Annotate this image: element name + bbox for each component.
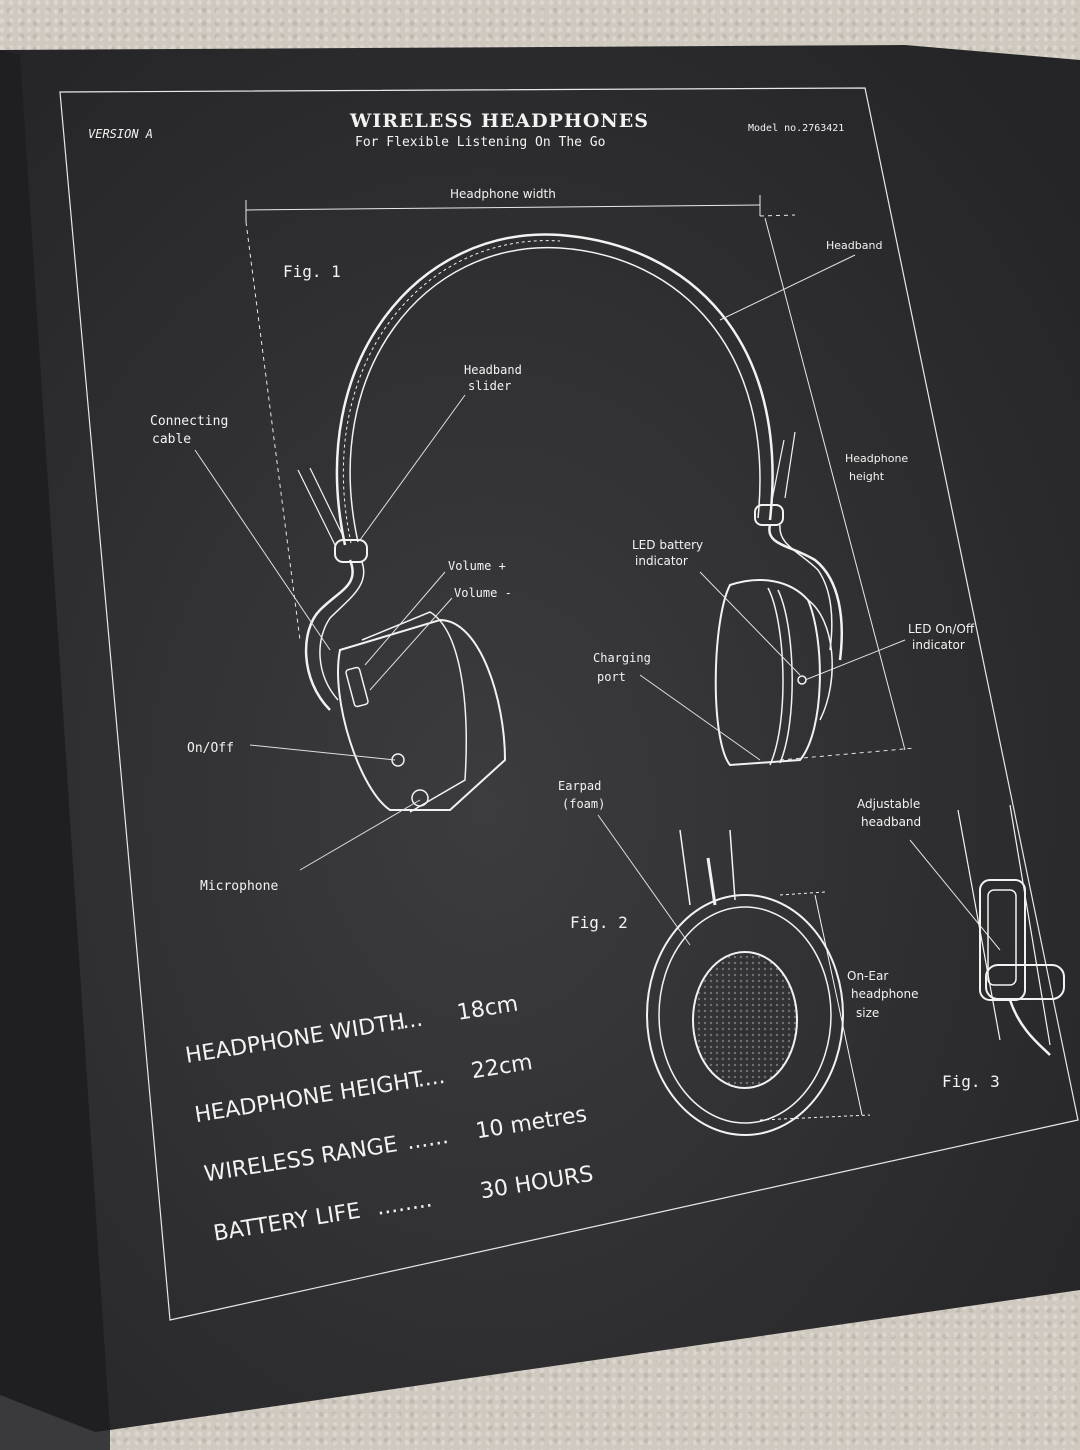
label-headband-slider-1: Headband [464, 363, 522, 377]
width-dimension [245, 195, 796, 641]
label-headband: Headband [826, 239, 882, 252]
label-charging-1: Charging [593, 651, 651, 665]
label-adjustable-2: headband [861, 815, 921, 829]
label-onear-1: On-Ear [847, 969, 888, 983]
fig1-label: Fig. 1 [283, 262, 341, 281]
blueprint-border [59, 87, 1079, 1321]
fig2-earpad-drawing [646, 829, 871, 1136]
label-charging-2: port [597, 670, 626, 684]
canvas-left-side [0, 50, 110, 1432]
label-led-onoff-1: LED On/Off [908, 622, 975, 636]
spec-height-dots: .... [415, 1064, 447, 1093]
label-connecting-cable-2: cable [152, 432, 191, 447]
label-led-battery-2: indicator [635, 554, 688, 568]
width-label: Headphone width [450, 187, 556, 201]
height-dimension [764, 217, 916, 761]
label-onear-3: size [856, 1006, 879, 1020]
title: WIRELESS HEADPHONES [349, 110, 649, 132]
right-earcup-drawing [714, 579, 833, 767]
headband-drawing [297, 233, 843, 711]
label-height-1: Headphone [845, 452, 908, 465]
fig3-headband-drawing [957, 804, 1065, 1056]
callouts: Headband Headband slider Connecting cabl… [150, 239, 975, 1020]
label-connecting-cable-1: Connecting [150, 414, 228, 429]
callout-leaders [194, 254, 1001, 951]
fig3-label: Fig. 3 [942, 1072, 1000, 1091]
canvas-board [0, 45, 1080, 1430]
label-led-battery-1: LED battery [632, 538, 703, 552]
label-microphone: Microphone [200, 879, 278, 894]
model-number: Model no.2763421 [748, 123, 844, 134]
left-earcup-drawing [337, 611, 507, 813]
label-volume-minus: Volume - [454, 586, 512, 600]
label-volume-plus: Volume + [448, 559, 506, 573]
label-onear-2: headphone [851, 987, 919, 1001]
label-adjustable-1: Adjustable [857, 797, 920, 811]
fig2-label: Fig. 2 [570, 913, 628, 932]
label-height-2: height [849, 470, 885, 483]
label-on-off: On/Off [187, 741, 234, 756]
label-headband-slider-2: slider [468, 379, 511, 393]
label-earpad-1: Earpad [558, 779, 601, 793]
spec-width-dots: ..... [386, 1007, 424, 1037]
version-label: VERSION A [88, 127, 153, 141]
subtitle: For Flexible Listening On The Go [355, 135, 605, 150]
label-earpad-2: (foam) [562, 797, 605, 811]
label-led-onoff-2: indicator [912, 638, 965, 652]
